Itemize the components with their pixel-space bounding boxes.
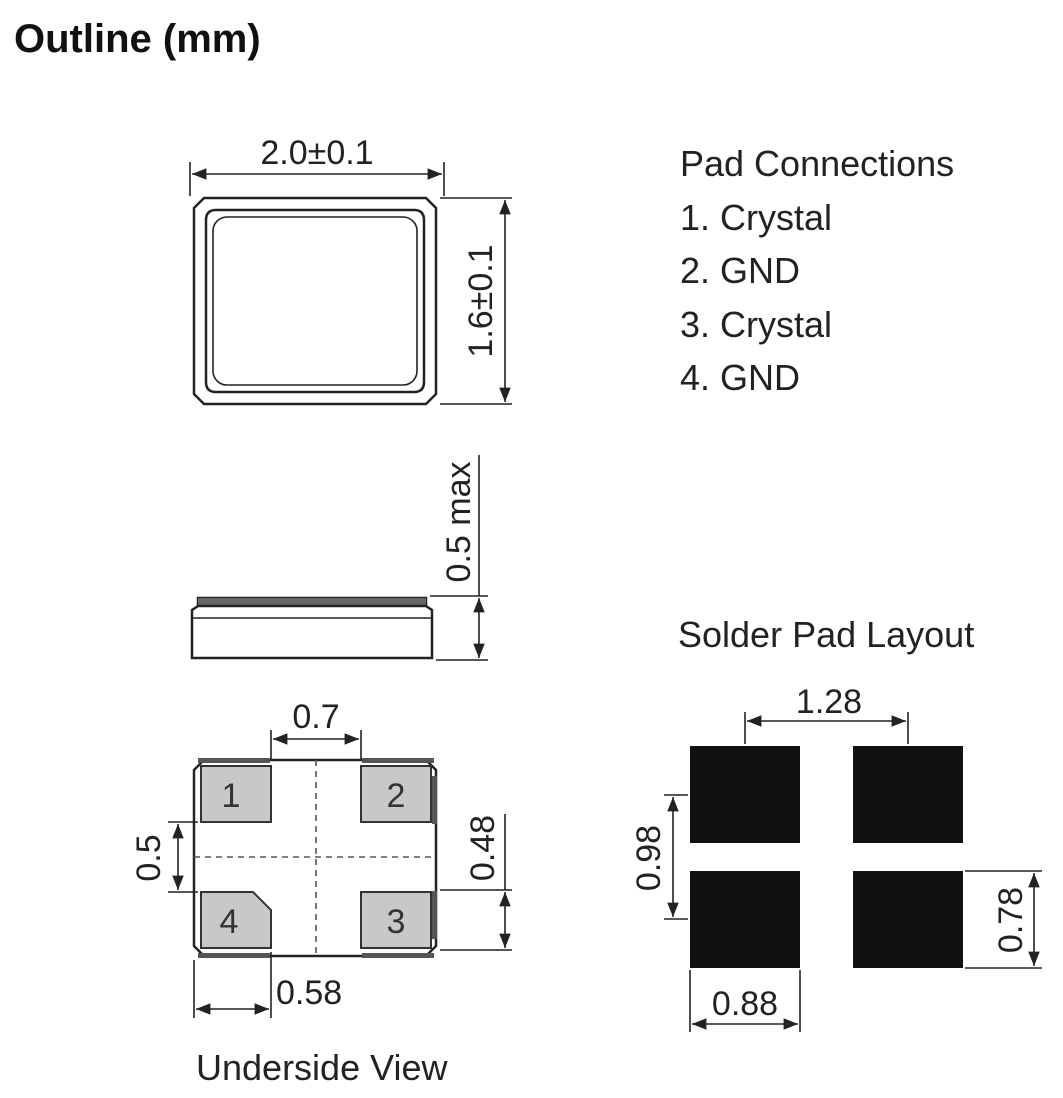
top-view: 2.0±0.1 1.6±0.1 bbox=[189, 134, 512, 406]
side-view-body bbox=[190, 604, 434, 660]
underside-pad-width-label: 0.7 bbox=[292, 698, 339, 736]
edge-strip bbox=[432, 891, 437, 939]
pad-connections: Pad Connections 1. Crystal 2. GND 3. Cry… bbox=[680, 143, 954, 398]
edge-strip bbox=[362, 953, 434, 958]
underside-pad-1 bbox=[200, 765, 272, 823]
underside-pitch-label: 0.58 bbox=[276, 974, 342, 1012]
underside-view: 1 2 3 4 0.7 0.5 0.48 0.58 Underside View bbox=[130, 698, 512, 1088]
top-view-width-label: 2.0±0.1 bbox=[260, 134, 373, 172]
pad-number: 1 bbox=[222, 777, 241, 815]
solder-pad-top-right bbox=[853, 746, 963, 843]
pad-connection-item: 4. GND bbox=[680, 357, 800, 398]
pad-number: 3 bbox=[387, 903, 406, 941]
top-view-height-label: 1.6±0.1 bbox=[462, 244, 500, 357]
page-title: Outline (mm) bbox=[14, 17, 261, 61]
solder-pad-layout: Solder Pad Layout 1.28 0.98 0.78 0.88 bbox=[630, 614, 1042, 1032]
pad-number: 2 bbox=[387, 777, 406, 815]
underside-pad-2 bbox=[360, 765, 432, 823]
underside-pad-3 bbox=[360, 891, 432, 949]
solder-spacing-label: 1.28 bbox=[796, 683, 862, 721]
solder-pad-bottom-left bbox=[690, 871, 800, 968]
solder-height-span-label: 0.98 bbox=[630, 825, 668, 891]
solder-pad-layout-heading: Solder Pad Layout bbox=[678, 614, 974, 655]
underside-pad-4 bbox=[200, 891, 272, 949]
edge-strip bbox=[198, 953, 270, 958]
side-view-lid-fill bbox=[198, 598, 426, 606]
pad-connection-item: 3. Crystal bbox=[680, 304, 832, 345]
underside-pad-height-label: 0.48 bbox=[464, 815, 502, 881]
side-view: 0.5 max bbox=[190, 455, 488, 661]
pad-connections-heading: Pad Connections bbox=[680, 143, 954, 184]
pad-connection-item: 1. Crystal bbox=[680, 197, 832, 238]
underside-view-caption: Underside View bbox=[196, 1047, 448, 1088]
edge-strip bbox=[362, 758, 434, 763]
solder-pad-top-left bbox=[690, 746, 800, 843]
solder-pad-width-label: 0.88 bbox=[712, 985, 778, 1023]
edge-strip bbox=[198, 758, 270, 763]
solder-pad-bottom-right bbox=[853, 871, 963, 968]
top-view-package-outline bbox=[192, 196, 438, 406]
edge-strip bbox=[432, 776, 437, 824]
underside-gap-label: 0.5 bbox=[130, 834, 168, 881]
pad-number: 4 bbox=[220, 903, 239, 941]
side-view-height-label: 0.5 max bbox=[440, 462, 478, 583]
pad-connection-item: 2. GND bbox=[680, 250, 800, 291]
top-view-lid-outer bbox=[204, 208, 426, 394]
top-view-lid-inner bbox=[212, 216, 418, 386]
solder-pad-height-label: 0.78 bbox=[992, 887, 1030, 953]
